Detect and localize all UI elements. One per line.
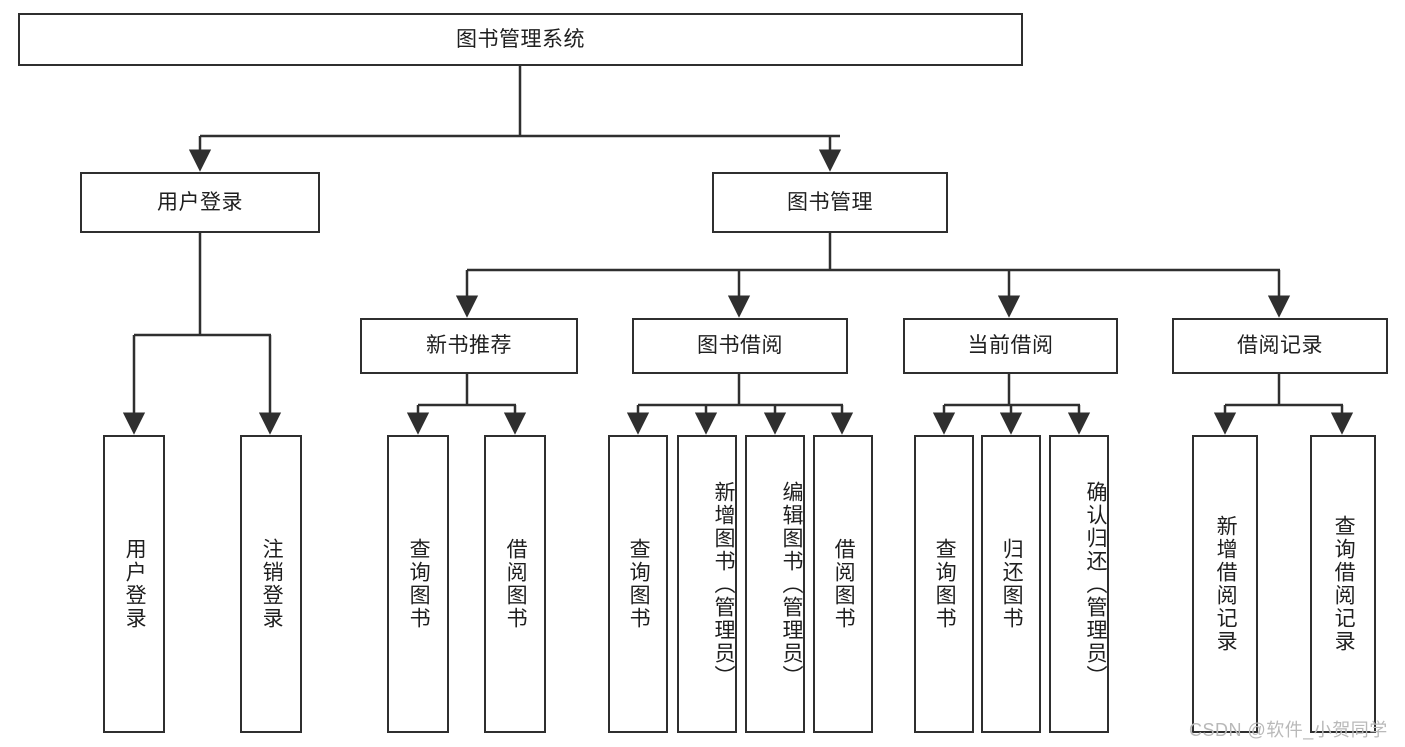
node-book-management-label: 图书管理 [787,190,873,214]
leaf-borrow-add-book[interactable]: 新增图书（管理员） [677,435,737,733]
leaf-user-login-signin-label: 用户登录 [123,538,147,630]
leaf-current-confirm-return-label: 确认归还（管理员） [1084,480,1107,688]
leaf-user-login-signout-label: 注销登录 [260,538,284,630]
leaf-records-add-record[interactable]: 新增借阅记录 [1192,435,1258,733]
node-book-borrow[interactable]: 图书借阅 [632,318,848,374]
node-user-login-label: 用户登录 [157,190,243,214]
node-new-book-recommend-label: 新书推荐 [426,334,512,358]
node-current-borrow-label: 当前借阅 [967,334,1054,358]
leaf-new-book-query[interactable]: 查询图书 [387,435,449,733]
node-book-borrow-label: 图书借阅 [697,334,783,358]
leaf-user-login-signout[interactable]: 注销登录 [240,435,302,733]
node-user-login[interactable]: 用户登录 [80,172,320,233]
node-borrow-records-label: 借阅记录 [1237,334,1323,358]
leaf-current-return-book[interactable]: 归还图书 [981,435,1041,733]
node-root[interactable]: 图书管理系统 [18,13,1023,66]
node-borrow-records[interactable]: 借阅记录 [1172,318,1388,374]
leaf-current-query-book[interactable]: 查询图书 [914,435,974,733]
leaf-records-add-record-label: 新增借阅记录 [1214,515,1238,653]
leaf-borrow-borrow-book[interactable]: 借阅图书 [813,435,873,733]
leaf-borrow-edit-book-label: 编辑图书（管理员） [780,480,803,688]
node-new-book-recommend[interactable]: 新书推荐 [360,318,578,374]
node-book-management[interactable]: 图书管理 [712,172,948,233]
leaf-borrow-query-book-label: 查询图书 [627,538,651,630]
leaf-new-book-query-label: 查询图书 [407,538,431,630]
node-root-label: 图书管理系统 [456,27,585,51]
leaf-borrow-borrow-book-label: 借阅图书 [832,538,856,630]
leaf-current-query-book-label: 查询图书 [933,538,957,630]
leaf-current-return-book-label: 归还图书 [1000,538,1024,630]
leaf-borrow-add-book-label: 新增图书（管理员） [712,480,735,688]
leaf-new-book-borrow-label: 借阅图书 [504,538,528,630]
csdn-watermark: CSDN @软件_小贺同学 [1189,720,1388,740]
leaf-borrow-query-book[interactable]: 查询图书 [608,435,668,733]
leaf-user-login-signin[interactable]: 用户登录 [103,435,165,733]
leaf-current-confirm-return[interactable]: 确认归还（管理员） [1049,435,1109,733]
node-current-borrow[interactable]: 当前借阅 [903,318,1118,374]
leaf-borrow-edit-book[interactable]: 编辑图书（管理员） [745,435,805,733]
leaf-records-query-record[interactable]: 查询借阅记录 [1310,435,1376,733]
leaf-new-book-borrow[interactable]: 借阅图书 [484,435,546,733]
leaf-records-query-record-label: 查询借阅记录 [1332,515,1356,653]
